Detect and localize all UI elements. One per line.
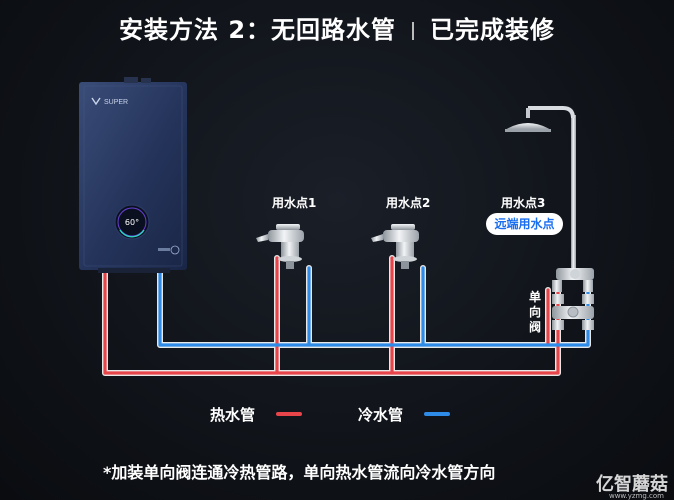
shower-icon [505, 106, 594, 292]
watermark-logo: 亿智蘑菇 [596, 474, 668, 495]
pipes [102, 255, 591, 376]
legend-cold-swatch [424, 412, 450, 416]
point-1-label: 用水点1 [272, 196, 317, 210]
water-heater: SUPER 60° [79, 77, 187, 273]
point-2-label: 用水点2 [386, 196, 431, 210]
legend-hot-swatch [276, 412, 302, 416]
check-valve-icon [552, 294, 594, 330]
title-separator [412, 22, 415, 40]
remote-point-badge: 远端用水点 [486, 213, 563, 235]
check-valve-label: 单向阀 [528, 290, 541, 334]
hot-pipes [103, 256, 560, 375]
legend-cold-label: 冷水管 [358, 406, 404, 424]
title-left: 安装方法 2：无回路水管 [118, 16, 397, 44]
page-title: 安装方法 2：无回路水管 已完成装修 [0, 10, 674, 45]
legend-hot-label: 热水管 [210, 406, 256, 424]
brand-logo-icon [91, 97, 101, 106]
brand-text: SUPER [104, 99, 128, 106]
temperature-display: 60° [125, 218, 139, 227]
cold-pipes [158, 266, 590, 347]
watermark-url: www.yzmg.com [608, 492, 664, 500]
footnote: *加装单向阀连通冷热管路，单向热水管流向冷水管方向 [103, 463, 496, 482]
point-3-label: 用水点3 [501, 196, 546, 210]
title-right: 已完成装修 [430, 16, 556, 44]
faucet-1-icon [256, 224, 304, 269]
faucet-2-icon [371, 224, 419, 269]
